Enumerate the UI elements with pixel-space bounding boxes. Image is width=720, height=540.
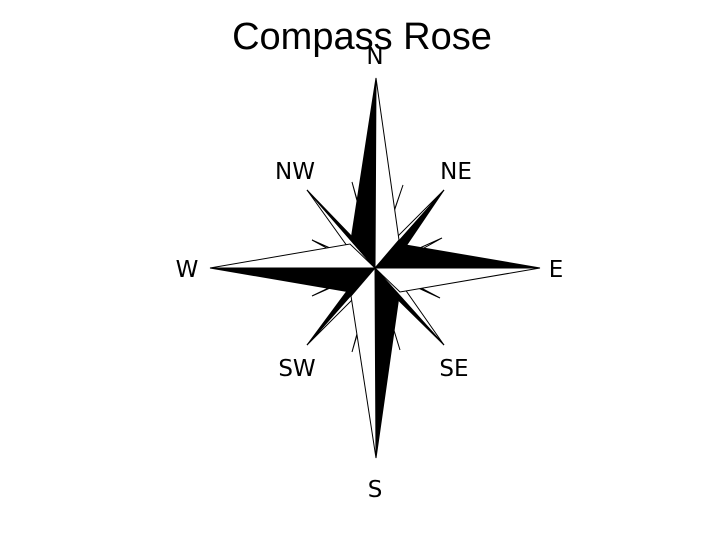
label-w: W xyxy=(176,257,199,283)
slide-title: Compass Rose xyxy=(0,16,720,59)
label-e: E xyxy=(549,257,564,283)
label-ne: NE xyxy=(440,159,472,185)
east-point xyxy=(373,243,541,293)
north-point xyxy=(350,77,400,270)
label-sw: SW xyxy=(278,356,315,382)
slide-title-text: Compass Rose xyxy=(232,16,492,58)
label-nw: NW xyxy=(275,159,315,185)
south-point xyxy=(350,266,400,459)
west-point xyxy=(209,243,377,293)
compass-rose-figure xyxy=(209,77,541,459)
label-n: N xyxy=(366,44,383,70)
label-se: SE xyxy=(439,356,468,382)
label-s: S xyxy=(368,477,383,503)
